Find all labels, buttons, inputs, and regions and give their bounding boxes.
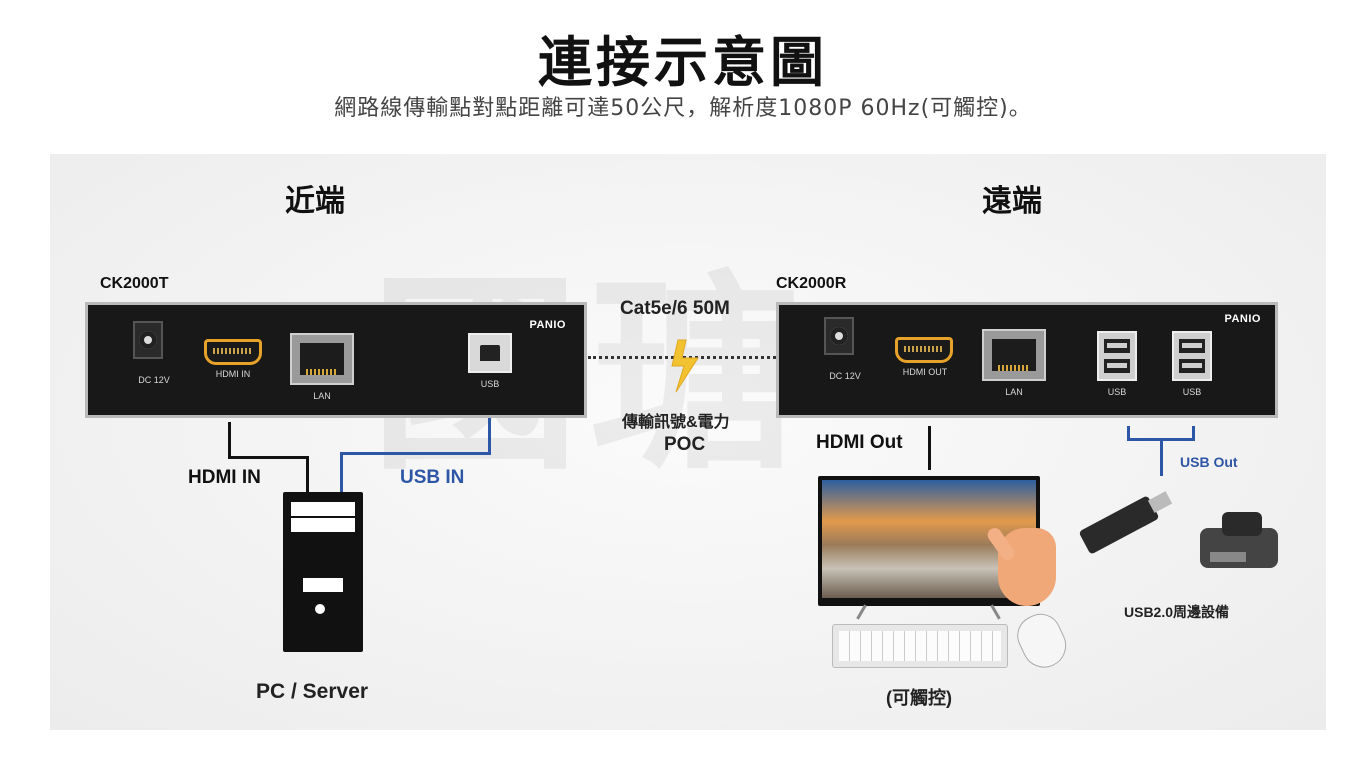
near-hdmi-label: HDMI IN xyxy=(215,369,251,379)
touch-capable-label: (可觸控) xyxy=(886,688,952,708)
far-usb-cable-drop xyxy=(1160,438,1163,476)
far-hdmi-label: HDMI OUT xyxy=(902,367,948,377)
near-usb-cable xyxy=(488,418,491,454)
near-usb-label: USB xyxy=(480,379,500,389)
near-hdmi-port-icon xyxy=(204,339,262,365)
near-hdmi-cable-drop xyxy=(306,456,309,496)
near-brand-logo: PANIO xyxy=(529,319,566,331)
pc-server-label: PC / Server xyxy=(256,680,369,703)
far-side-title: 遠端 xyxy=(982,184,1042,219)
far-model-label: CK2000R xyxy=(776,275,847,292)
link-poc-label: POC xyxy=(664,434,706,455)
far-usb-a-port-icon-1 xyxy=(1097,331,1137,381)
far-hdmi-out-label: HDMI Out xyxy=(816,432,903,453)
far-usb-label-1: USB xyxy=(1107,387,1127,397)
lightning-bolt-icon xyxy=(671,339,699,393)
diagram-panel xyxy=(50,154,1326,730)
near-dc-label: DC 12V xyxy=(138,375,170,385)
far-usb-cable xyxy=(1127,426,1130,440)
far-unit-ck2000r: PANIO DC 12V HDMI OUT LAN USB USB xyxy=(776,302,1278,418)
page-subtitle: 網路線傳輸點對點距離可達50公尺，解析度1080P 60Hz(可觸控)。 xyxy=(334,96,1032,121)
far-usb-a-port-icon-2 xyxy=(1172,331,1212,381)
near-lan-port-icon xyxy=(290,333,354,385)
near-hdmi-cable xyxy=(228,422,231,458)
near-dc-port-icon xyxy=(133,321,163,359)
far-dc-port-icon xyxy=(824,317,854,355)
near-usb-cable-drop xyxy=(340,452,343,496)
far-brand-logo: PANIO xyxy=(1224,313,1261,325)
near-hdmi-cable-segment xyxy=(228,456,308,459)
near-usb-in-label: USB IN xyxy=(400,467,465,488)
printer-icon xyxy=(1200,512,1278,568)
far-usb-label-2: USB xyxy=(1182,387,1202,397)
near-side-title: 近端 xyxy=(285,184,345,219)
near-usb-b-port-icon xyxy=(468,333,512,373)
near-usb-cable-segment xyxy=(340,452,491,455)
far-usb-out-label: USB Out xyxy=(1180,454,1238,470)
keyboard-icon xyxy=(832,624,1008,668)
far-lan-port-icon xyxy=(982,329,1046,381)
link-cable-label: Cat5e/6 50M xyxy=(620,298,730,319)
link-signal-label: 傳輸訊號&電力 xyxy=(622,414,730,431)
page-title: 連接示意圖 xyxy=(538,31,828,94)
far-usb-cable-2 xyxy=(1192,426,1195,440)
far-hdmi-port-icon xyxy=(895,337,953,363)
usb-peripherals-label: USB2.0周邊設備 xyxy=(1124,604,1230,620)
far-hdmi-cable xyxy=(928,426,931,470)
pc-tower-icon xyxy=(283,492,363,652)
near-unit-ck2000t: PANIO DC 12V HDMI IN LAN USB xyxy=(85,302,587,418)
near-lan-label: LAN xyxy=(313,391,331,401)
near-model-label: CK2000T xyxy=(100,275,169,292)
far-lan-label: LAN xyxy=(1005,387,1023,397)
far-dc-label: DC 12V xyxy=(829,371,861,381)
near-hdmi-in-label: HDMI IN xyxy=(188,467,261,488)
